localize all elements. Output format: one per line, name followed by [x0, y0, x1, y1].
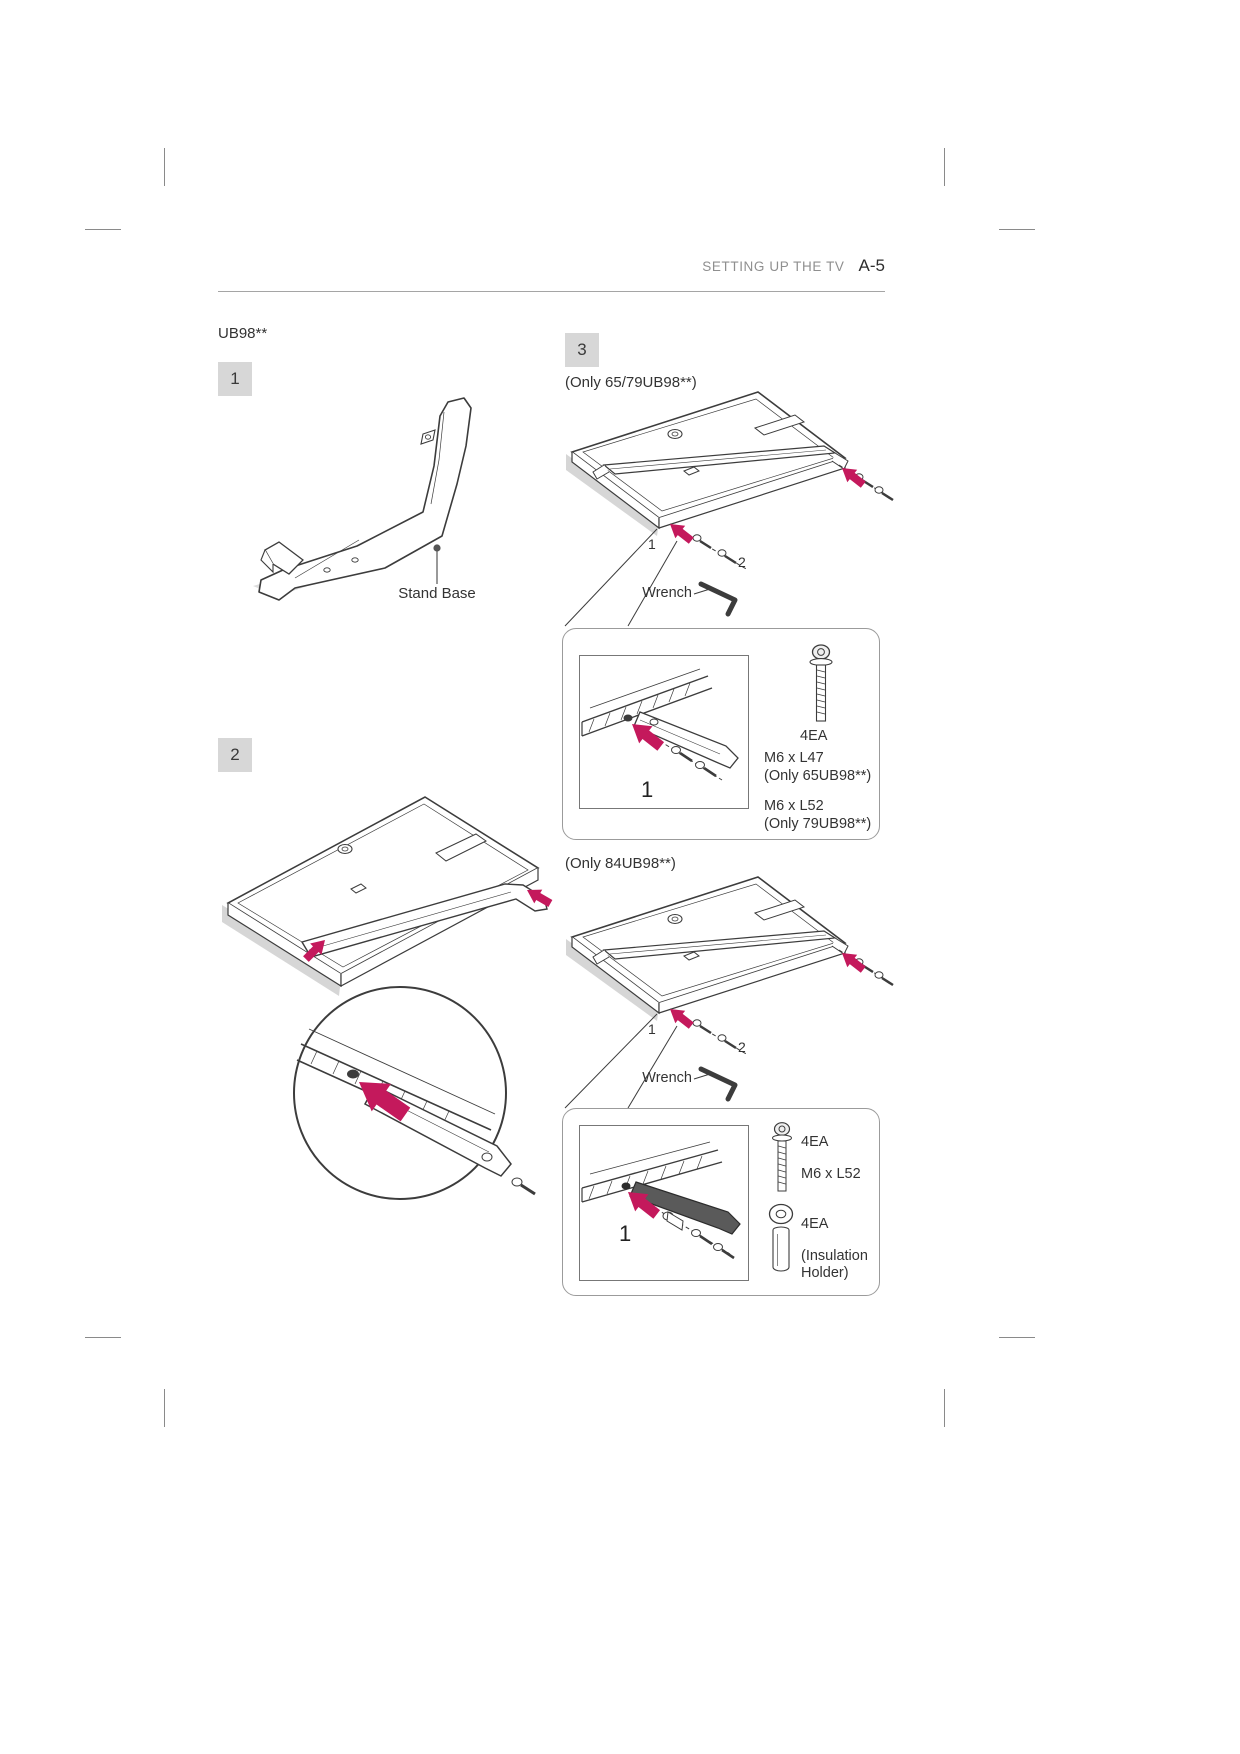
screw-spec-2-note: (Only 79UB98**) [764, 816, 872, 832]
screw-spec-1-note: (Only 65UB98**) [764, 768, 872, 784]
screw-point-1-label-a: 1 [648, 536, 656, 552]
step-3-badge: 3 [565, 333, 599, 367]
zoom-step-label-b: 1 [619, 1221, 632, 1246]
page-header: SETTING UP THE TV A-5 [218, 256, 885, 276]
pink-arrow [842, 953, 866, 973]
screw-icon [671, 746, 717, 778]
crop-mark [944, 148, 945, 186]
screw-spec-2: M6 x L52 [764, 798, 824, 814]
pink-arrow [670, 524, 694, 544]
crop-mark [999, 1337, 1035, 1338]
pink-arrow [303, 940, 325, 962]
bolt-icon [772, 1122, 792, 1192]
zoom-step-label-a: 1 [641, 777, 654, 802]
crop-mark [999, 229, 1035, 230]
callout-zoom-diagram-a [581, 668, 739, 781]
variant-label-84: (Only 84UB98**) [565, 855, 676, 872]
screw-spec-b: M6 x L52 [801, 1166, 861, 1182]
callout-box-b: 1 4EA M6 x L52 4EA (Insulation Holder) [562, 1108, 880, 1296]
pink-arrow [842, 468, 866, 488]
variant-label-6579: (Only 65/79UB98**) [565, 374, 697, 391]
step-1-badge: 1 [218, 362, 252, 396]
screw-hole [347, 1069, 359, 1079]
stand-base-diagram [253, 397, 472, 601]
stand-bracket [300, 883, 548, 958]
callout-box-a: 1 4EA M6 x L47 (Only 65UB98**) M6 x L52 … [562, 628, 880, 840]
pink-arrow-large [632, 724, 665, 751]
screw-point-1-label-b: 1 [648, 1021, 656, 1037]
pink-arrow-large [359, 1082, 411, 1122]
page-number: A-5 [858, 256, 885, 275]
screw-point-2-label-a: 2 [738, 554, 746, 570]
holder-label-line2: Holder) [801, 1265, 849, 1281]
tv-rear-diagram-b [564, 876, 894, 1109]
crop-mark [85, 1337, 121, 1338]
model-label: UB98** [218, 325, 268, 342]
insulation-holder-piece [662, 1211, 684, 1231]
bolt-icon [809, 644, 833, 722]
pink-arrow [527, 889, 553, 907]
screw-spec-1: M6 x L47 [764, 750, 824, 766]
callout-zoom-diagram-b [581, 1141, 741, 1260]
screw-point-2-label-b: 2 [738, 1039, 746, 1055]
screw-icon [692, 534, 737, 565]
insulation-holder-icon [768, 1203, 794, 1272]
zoom-circle [293, 986, 507, 1200]
header-rule [218, 291, 885, 292]
crop-mark [164, 1389, 165, 1427]
wrench-icon [693, 581, 738, 617]
holder-qty: 4EA [801, 1216, 829, 1232]
step-2-badge: 2 [218, 738, 252, 772]
tv-rear-diagram-a [564, 391, 894, 627]
screw-hole [621, 1182, 631, 1190]
stand-base-label: Stand Base [398, 585, 476, 602]
screw-icon [692, 1019, 737, 1050]
crop-mark [944, 1389, 945, 1427]
wrench-label-b: Wrench [642, 1070, 692, 1086]
holder-label-line1: (Insulation [801, 1248, 868, 1264]
screw-icon [691, 1229, 735, 1260]
screw-hole [623, 714, 633, 722]
stand-knob [420, 429, 436, 445]
pink-arrow-large [628, 1192, 661, 1219]
tv-stand-attach-diagram [222, 796, 553, 1200]
callout-zoom-frame-b [579, 1125, 749, 1281]
wrench-label-a: Wrench [642, 585, 692, 601]
callout-zoom-frame-a [579, 655, 749, 809]
pink-arrow [670, 1009, 694, 1029]
wrench-icon [693, 1066, 738, 1102]
screw-icon [511, 1177, 523, 1187]
screw-qty-b: 4EA [801, 1134, 829, 1150]
crop-mark [85, 229, 121, 230]
screw-qty-a: 4EA [800, 728, 828, 744]
section-title: SETTING UP THE TV [702, 259, 845, 274]
crop-mark [164, 148, 165, 186]
